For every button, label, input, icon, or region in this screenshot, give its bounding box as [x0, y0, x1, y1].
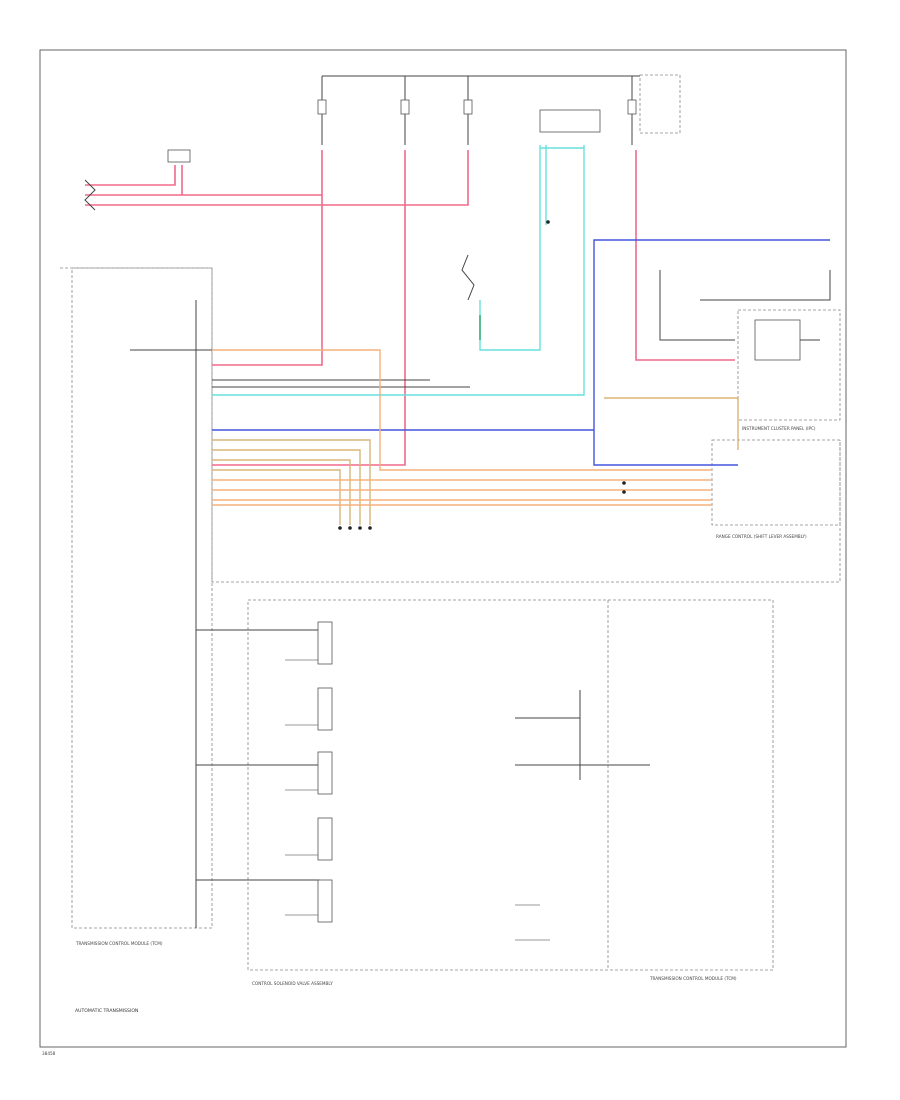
ipc-wire-2	[700, 270, 831, 301]
tcm-boundary	[71, 267, 213, 929]
splice-7	[546, 220, 550, 224]
tan-wire-5	[604, 397, 739, 450]
shift-switch	[84, 179, 96, 211]
pink-wire-2	[85, 150, 469, 206]
solenoid-rows	[195, 300, 320, 928]
fuse-1	[317, 99, 327, 115]
tan-wire-4	[212, 469, 341, 525]
pink-wire-1	[85, 150, 323, 196]
fuse-2	[400, 99, 410, 115]
control-solenoid-label: CONTROL SOLENOID VALVE ASSEMBLY	[252, 981, 333, 986]
tan-wire-1	[212, 439, 371, 525]
splice-4	[368, 526, 372, 530]
solenoid-2	[317, 687, 333, 731]
cyan-wire-3	[212, 145, 585, 396]
solenoid-4	[317, 817, 333, 861]
relay-boundary	[639, 74, 681, 134]
cyan-wire-1	[479, 145, 541, 351]
splice-3	[358, 526, 362, 530]
shift-switch-connector	[167, 149, 191, 163]
pink-wire-6	[212, 195, 323, 366]
ipc-relay	[754, 319, 801, 361]
solenoid-3	[317, 751, 333, 795]
fuse-4	[627, 99, 637, 115]
orange-wire-1	[212, 349, 712, 471]
solenoid-1	[317, 621, 333, 665]
ipc-label: INSTRUMENT CLUSTER PANEL (IPC)	[742, 426, 816, 431]
figure-code: 38458	[42, 1051, 56, 1056]
pink-wire-7	[635, 150, 735, 361]
diagram-title: AUTOMATIC TRANSMISSION	[75, 1008, 138, 1014]
solenoid-5	[317, 879, 333, 923]
shift-lever-label: RANGE CONTROL (SHIFT LEVER ASSEMBLY)	[716, 534, 807, 539]
splice-6	[622, 490, 626, 494]
tan-wire-2	[212, 449, 361, 525]
splice-5	[622, 481, 626, 485]
pink-wire-3	[212, 150, 406, 466]
diagram-frame	[39, 49, 847, 1048]
control-solenoid-boundary	[247, 599, 774, 971]
tcm-label: TRANSMISSION CONTROL MODULE (TCM)	[75, 941, 163, 946]
tcm-right-label: TRANSMISSION CONTROL MODULE (TCM)	[649, 976, 737, 981]
splice-2	[348, 526, 352, 530]
fuse-3	[463, 99, 473, 115]
tcm-upper-boundary	[60, 267, 841, 583]
tan-wire-3	[212, 459, 351, 525]
ipc-boundary	[737, 309, 841, 421]
brake-switch	[461, 254, 475, 301]
ipc-wire-1	[659, 270, 735, 341]
blue-wire-1	[593, 239, 830, 466]
splice-1	[338, 526, 342, 530]
relay-box	[539, 109, 601, 133]
shift-lever-boundary	[711, 439, 841, 526]
pink-wire-4	[85, 165, 176, 186]
